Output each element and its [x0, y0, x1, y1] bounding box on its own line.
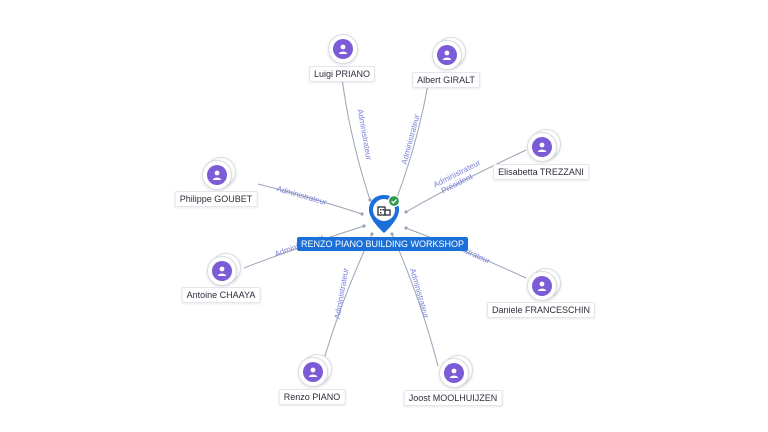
relationship-edge — [257, 183, 363, 215]
company-name-label[interactable]: RENZO PIANO BUILDING WORKSHOP — [297, 237, 469, 251]
person-node[interactable] — [527, 132, 557, 162]
edge-role-label: Administrateur — [356, 108, 374, 161]
edge-arrow — [360, 212, 364, 216]
edge-arrow — [370, 232, 374, 236]
edge-role-label: Administrateur — [276, 184, 328, 207]
person-node[interactable] — [328, 34, 358, 64]
building-icon — [377, 206, 391, 216]
person-node[interactable] — [298, 357, 328, 387]
person-icon — [532, 276, 552, 296]
relationship-edge — [391, 233, 439, 367]
person-node[interactable] — [439, 358, 469, 388]
person-icon — [333, 39, 353, 59]
person-icon — [207, 165, 227, 185]
person-name-label[interactable]: Renzo PIANO — [278, 389, 346, 405]
person-icon — [444, 363, 464, 383]
relationship-edge — [395, 83, 429, 201]
edge-arrow — [362, 224, 366, 228]
person-name-label[interactable]: Antoine CHAAYA — [181, 287, 261, 303]
person-name-label[interactable]: Philippe GOUBET — [174, 191, 258, 207]
relationship-edge — [341, 77, 371, 201]
relationship-edge — [405, 227, 527, 279]
person-icon — [532, 137, 552, 157]
edge-arrow — [368, 198, 372, 202]
company-node[interactable] — [366, 193, 402, 242]
edge-role-label: Administrateur — [333, 267, 351, 320]
person-name-label[interactable]: Joost MOOLHUIJZEN — [403, 390, 503, 406]
relationship-edge — [321, 233, 373, 367]
person-icon — [303, 362, 323, 382]
person-name-label[interactable]: Albert GIRALT — [412, 72, 480, 88]
person-node[interactable] — [432, 40, 462, 70]
active-check-icon — [387, 194, 401, 208]
edge-role-label: Administrateur — [408, 267, 431, 319]
person-name-label[interactable]: Elisabetta TREZZANI — [493, 164, 589, 180]
person-icon — [437, 45, 457, 65]
person-name-label[interactable]: Luigi PRIANO — [308, 66, 376, 82]
edge-arrow — [404, 226, 408, 230]
person-node[interactable] — [207, 256, 237, 286]
edge-arrow — [390, 232, 394, 236]
relationship-edge — [405, 149, 527, 213]
person-node[interactable] — [202, 160, 232, 190]
person-name-label[interactable]: Daniele FRANCESCHIN — [486, 302, 596, 318]
person-node[interactable] — [527, 271, 557, 301]
edge-arrow — [404, 210, 408, 214]
person-icon — [212, 261, 232, 281]
